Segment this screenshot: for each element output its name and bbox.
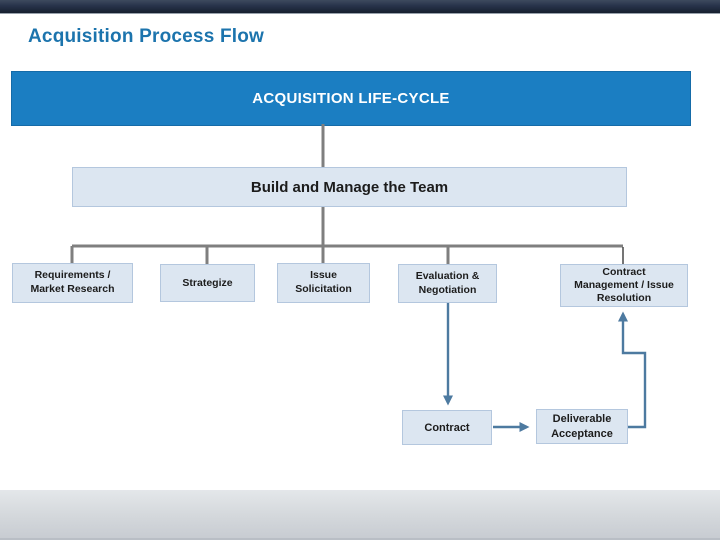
- stage-box-requirements-market-research: Requirements / Market Research: [12, 263, 133, 303]
- stage-box-strategize: Strategize: [160, 264, 255, 302]
- team-box: Build and Manage the Team: [72, 167, 627, 207]
- stage-box-issue-solicitation: Issue Solicitation: [277, 263, 370, 303]
- lifecycle-banner: ACQUISITION LIFE-CYCLE: [11, 71, 691, 126]
- contract-box: Contract: [402, 410, 492, 445]
- top-accent-bar: [0, 0, 720, 14]
- footer: DoD ESI www.esi.mil 63: [0, 490, 720, 540]
- page-title: Acquisition Process Flow: [28, 26, 265, 47]
- stage-box-evaluation-negotiation: Evaluation & Negotiation: [398, 264, 497, 303]
- deliverable-acceptance-box: Deliverable Acceptance: [536, 409, 628, 444]
- lifecycle-banner-label: ACQUISITION LIFE-CYCLE: [252, 90, 450, 107]
- stage-box-contract-management-issue-resolution: Contract Management / Issue Resolution: [560, 264, 688, 307]
